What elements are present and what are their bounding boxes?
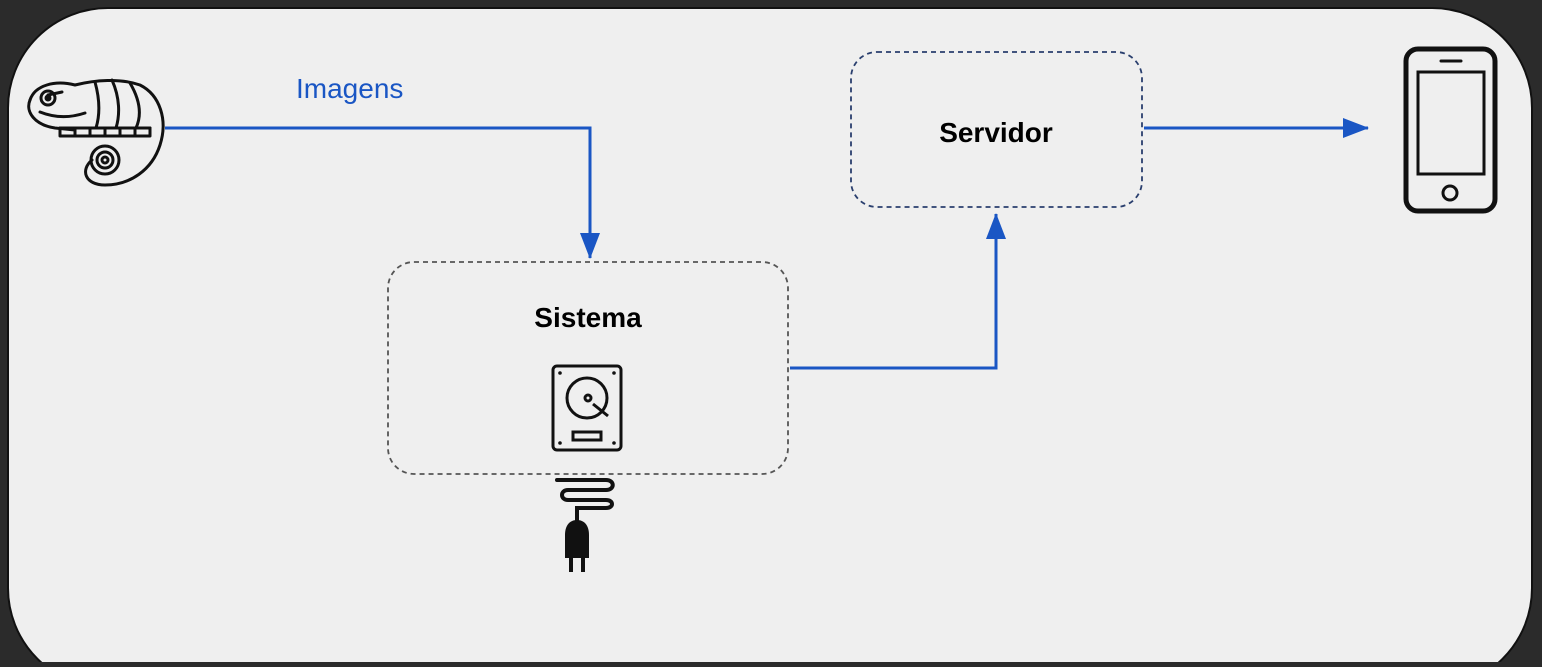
edge-label-imagens: Imagens — [296, 73, 403, 104]
smartphone-icon — [1403, 46, 1498, 214]
edge-source-to-sistema — [165, 126, 600, 259]
servidor-label: Servidor — [939, 117, 1053, 148]
diagram-panel — [7, 7, 1533, 667]
hard-drive-icon — [551, 364, 623, 452]
chameleon-icon — [27, 78, 165, 187]
sistema-label: Sistema — [534, 302, 642, 333]
sistema-node — [387, 261, 789, 475]
edge-sistema-to-servidor — [790, 213, 1006, 370]
power-plug-icon — [555, 478, 615, 572]
servidor-node — [850, 51, 1143, 208]
